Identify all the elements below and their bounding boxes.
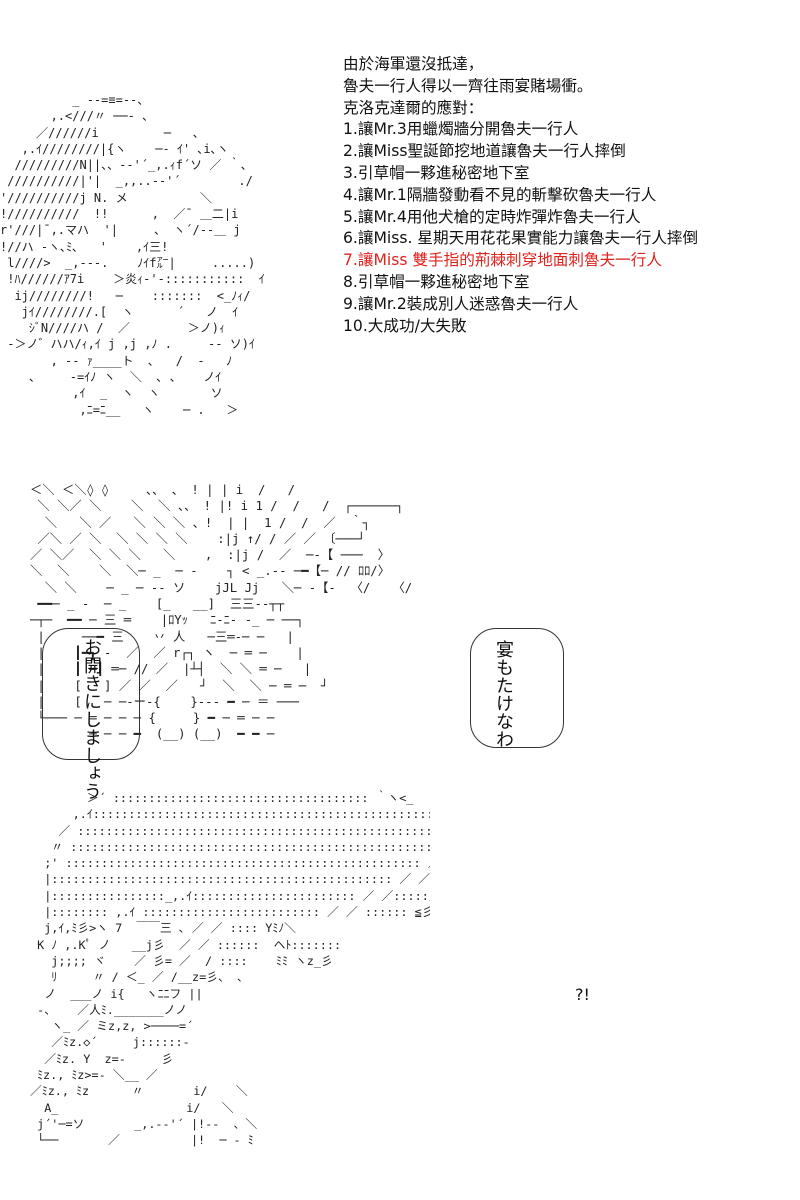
exclamation-text: ?!: [575, 985, 590, 1004]
caption-list-item: 6.讓Miss. 星期天用花花果實能力讓魯夫一行人摔倒: [343, 229, 699, 248]
ascii-art-shocked-figure: ＞´ :::::::::::::::::::::::::::::::::::: …: [30, 791, 430, 1148]
speech-bubble-right-text: 宴もたけなわ: [493, 640, 514, 748]
caption-list-item: 10.大成功/大失敗: [343, 316, 467, 335]
ascii-art-crocodile-figure: _ -‐=≡=--、 ,.<///〃 ──‐ 、 ／//////i ─ 、 ,.…: [0, 93, 265, 417]
caption-list-item: 4.讓Mr.1隔牆發動看不見的斬擊砍魯夫一行人: [343, 185, 657, 204]
caption-list-item: 3.引草帽一夥進秘密地下室: [343, 163, 530, 182]
caption-list-item: 2.讓Miss聖誕節挖地道讓魯夫一行人摔倒: [343, 142, 626, 161]
caption-list-item: 9.讓Mr.2裝成別人迷惑魯夫一行人: [343, 294, 579, 313]
caption-line: 魯夫一行人得以一齊往雨宴賭場衝。: [343, 76, 593, 95]
caption-list-item: 8.引草帽一夥進秘密地下室: [343, 272, 530, 291]
caption-list-item: 1.讓Mr.3用蠟燭牆分開魯夫一行人: [343, 120, 579, 139]
speech-bubble-left: [42, 628, 140, 760]
caption-list-item-highlighted: 7.讓Miss 雙手指的荊棘刺穿地面刺魯夫一行人: [343, 251, 662, 270]
speech-bubble-right: [470, 628, 564, 748]
caption-line: 克洛克達爾的應對：: [343, 98, 484, 117]
caption-list-item: 5.讓Mr.4用他犬槍的定時炸彈炸魯夫一行人: [343, 207, 641, 226]
caption-text-block: 由於海軍還沒抵達， 魯夫一行人得以一齊往雨宴賭場衝。 克洛克達爾的應對： 1.讓…: [343, 54, 793, 337]
caption-line: 由於海軍還沒抵達，: [343, 55, 484, 73]
speech-bubble-left-text: お開きにしましょう: [81, 638, 102, 800]
